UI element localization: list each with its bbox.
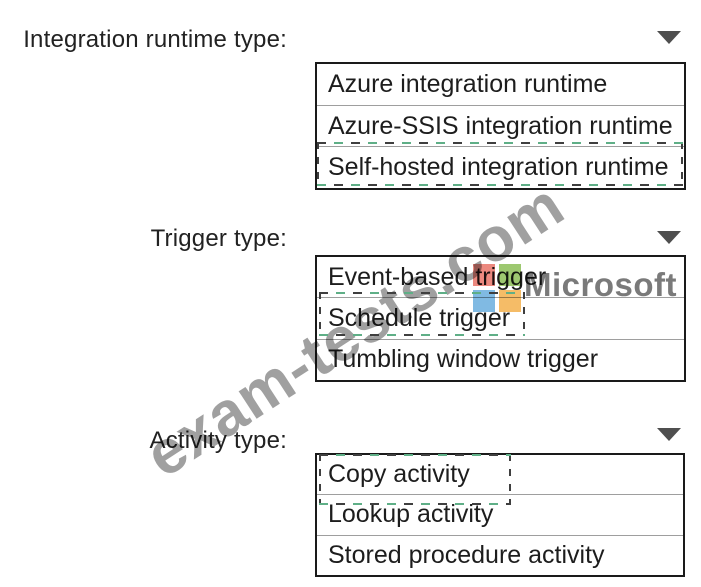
option-copy-activity[interactable]: Copy activity [328, 460, 470, 489]
dropdown-caret-icon[interactable] [657, 231, 681, 244]
microsoft-logo-red-square [473, 264, 495, 286]
dropdown-caret-icon[interactable] [657, 428, 681, 441]
option-self-hosted-integration-runtime[interactable]: Self-hosted integration runtime [317, 146, 684, 188]
integration-runtime-listbox: Azure integration runtime Azure-SSIS int… [315, 62, 686, 190]
microsoft-logo-green-square [499, 264, 521, 286]
microsoft-wordmark: Microsoft [524, 266, 677, 303]
microsoft-logo-orange-square [499, 290, 521, 312]
option-tumbling-window-trigger[interactable]: Tumbling window trigger [317, 338, 684, 380]
option-lookup-activity[interactable]: Lookup activity [317, 494, 683, 534]
option-stored-procedure-activity[interactable]: Stored procedure activity [317, 534, 683, 575]
activity-type-listbox: Copy activity Lookup activity Stored pro… [315, 453, 685, 577]
activity-type-label: Activity type: [149, 427, 287, 454]
trigger-type-label: Trigger type: [150, 225, 287, 252]
dropdown-caret-icon[interactable] [657, 31, 681, 44]
option-azure-integration-runtime[interactable]: Azure integration runtime [328, 69, 608, 98]
option-azure-ssis-integration-runtime[interactable]: Azure-SSIS integration runtime [317, 104, 684, 147]
integration-runtime-type-label: Integration runtime type: [23, 26, 287, 53]
